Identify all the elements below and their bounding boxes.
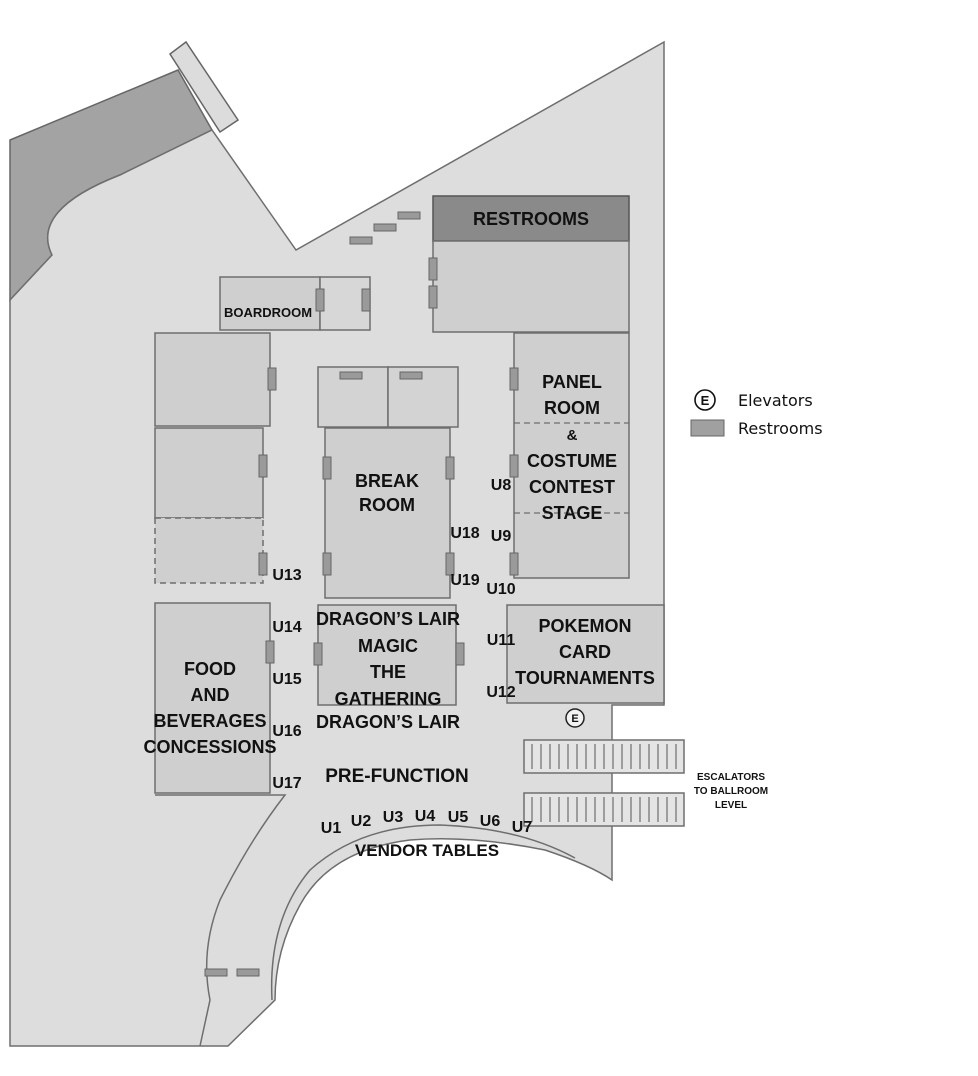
door	[361, 288, 371, 312]
dragons-lair-room	[317, 604, 457, 706]
dragons-lair-label-3: THE	[370, 662, 406, 682]
door	[204, 968, 228, 977]
booth-u10: U10	[486, 581, 515, 598]
booth-u15: U15	[272, 671, 301, 688]
escalators-label-1: ESCALATORS	[697, 772, 765, 783]
break-room-label-1: BREAK	[355, 471, 419, 491]
vendor-tables-label: VENDOR TABLES	[355, 841, 499, 860]
door	[313, 642, 323, 666]
booth-u9: U9	[491, 528, 512, 545]
break-room	[324, 427, 451, 599]
left-room-2	[154, 427, 264, 519]
panel-room-label-1: PANEL	[542, 372, 602, 392]
booth-u8: U8	[491, 477, 512, 494]
map-legend: E Elevators Restrooms	[690, 389, 823, 438]
booth-u14: U14	[272, 619, 301, 636]
door	[509, 367, 519, 391]
panel-room-label-5: CONTEST	[529, 477, 615, 497]
pokemon-label-3: TOURNAMENTS	[515, 668, 655, 688]
pokemon-room	[506, 604, 665, 704]
door	[445, 456, 455, 480]
booth-u13: U13	[272, 567, 301, 584]
escalators-label-2: TO BALLROOM	[694, 786, 768, 797]
panel-room-label-4: COSTUME	[527, 451, 617, 471]
booth-u17: U17	[272, 775, 301, 792]
room-under-restrooms	[432, 240, 630, 333]
booth-u4: U4	[415, 808, 436, 825]
booth-u16: U16	[272, 723, 301, 740]
door	[258, 552, 268, 576]
panel-room-label-6: STAGE	[542, 503, 603, 523]
panel-room	[513, 332, 630, 579]
booth-u19: U19	[450, 572, 479, 589]
break-room-label-2: ROOM	[359, 495, 415, 515]
dragons-lair-label-2: MAGIC	[358, 636, 418, 656]
booth-u2: U2	[351, 813, 372, 830]
booth-u7: U7	[512, 819, 533, 836]
door	[258, 454, 268, 478]
escalators-label-3: LEVEL	[715, 800, 747, 811]
legend-elevators-label: Elevators	[738, 391, 813, 410]
door	[236, 968, 260, 977]
door	[455, 642, 465, 666]
pokemon-label-2: CARD	[559, 642, 611, 662]
door	[509, 552, 519, 576]
door	[373, 223, 397, 232]
booth-u18: U18	[450, 525, 479, 542]
prefunction-label: PRE-FUNCTION	[325, 766, 469, 787]
door	[322, 456, 332, 480]
legend-elevator-icon	[694, 389, 716, 411]
booth-u11: U11	[487, 632, 516, 649]
food-label-4: CONCESSIONS	[143, 737, 276, 757]
panel-room-label-2: ROOM	[544, 398, 600, 418]
boardroom-label: BOARDROOM	[224, 305, 312, 320]
booth-u12: U12	[486, 684, 515, 701]
booth-u6: U6	[480, 813, 501, 830]
legend-elevator-letter: E	[701, 393, 710, 408]
elevator-icon	[565, 708, 585, 728]
legend-restroom-swatch	[690, 419, 725, 437]
food-label-3: BEVERAGES	[153, 711, 266, 731]
door	[428, 257, 438, 281]
door	[397, 211, 421, 220]
dragons-lair-label-1: DRAGON’S LAIR	[316, 609, 460, 629]
booth-u1: U1	[321, 820, 342, 837]
door	[315, 288, 325, 312]
food-label-2: AND	[191, 685, 230, 705]
left-room-1	[154, 332, 271, 427]
door	[399, 371, 423, 380]
dragons-lair-label-5: DRAGON’S LAIR	[316, 712, 460, 732]
door	[322, 552, 332, 576]
center-small-right	[387, 366, 459, 428]
door	[509, 454, 519, 478]
outer-strip	[168, 40, 240, 134]
door	[265, 640, 275, 664]
food-label-1: FOOD	[184, 659, 236, 679]
door	[339, 371, 363, 380]
food-room	[154, 602, 271, 794]
door	[267, 367, 277, 391]
dragons-lair-label-4: GATHERING	[335, 689, 442, 709]
door	[349, 236, 373, 245]
panel-room-label-3: &	[567, 427, 578, 444]
door	[428, 285, 438, 309]
booth-u3: U3	[383, 809, 404, 826]
pokemon-label-1: POKEMON	[538, 616, 631, 636]
vendor-arc-wall	[270, 824, 576, 1001]
restrooms-label: RESTROOMS	[473, 209, 589, 229]
legend-restrooms-label: Restrooms	[738, 419, 823, 438]
booth-u5: U5	[448, 809, 469, 826]
left-room-3	[154, 517, 264, 584]
boardroom-room	[219, 276, 321, 331]
door	[445, 552, 455, 576]
elevator-icon-letter: E	[571, 713, 578, 725]
